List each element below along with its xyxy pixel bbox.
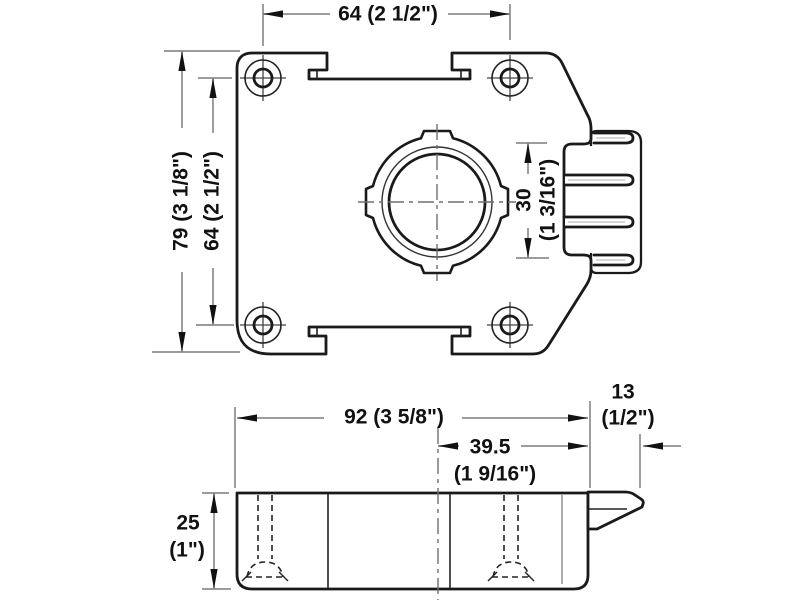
screw-hole-top-right [487, 55, 533, 101]
dim-top-width: 64 (2 1/2") [262, 3, 511, 46]
plate-outline [235, 51, 593, 356]
screw-hole-bottom-left [240, 302, 286, 348]
connector-block [589, 129, 643, 275]
dim-side-lip: 13 (1/2") [601, 381, 681, 488]
dim-side-height-mm-label: 25 [176, 512, 200, 535]
dim-bore-mm-label: 30 [513, 188, 536, 211]
connector-prongs [563, 131, 635, 267]
dim-side-offset-mm-label: 39.5 [470, 436, 511, 459]
hidden-screw-left [241, 495, 289, 582]
dim-side-lip-in-label: (1/2") [601, 407, 654, 430]
clip-hook [586, 490, 645, 531]
dim-top-width-label: 64 (2 1/2") [338, 3, 438, 26]
bore-centerlines [358, 124, 516, 281]
screw-hole-bottom-right [487, 302, 533, 348]
side-body-outline [235, 491, 590, 591]
dim-side-width: 92 (3 5/8") [234, 401, 591, 488]
side-view: 92 (3 5/8") 39.5 (1 9/16") 13 (1/2") 25 … [169, 381, 681, 600]
dim-side-height: 25 (1") [169, 492, 231, 590]
dim-inner-height: 64 (2 1/2") [196, 77, 234, 326]
top-view: 64 (2 1/2") 79 (3 1/8") 64 (2 1/2") 30 (… [152, 3, 643, 356]
dim-outer-height-label: 79 (3 1/8") [170, 151, 193, 251]
dim-side-lip-mm-label: 13 [611, 381, 634, 404]
dim-bore-in-label: (1 3/16") [537, 159, 560, 241]
bore-outer-ring [364, 129, 510, 275]
hidden-screw-right [487, 495, 535, 582]
dim-side-width-label: 92 (3 5/8") [344, 406, 444, 429]
screw-hole-top-left [240, 55, 286, 101]
dim-outer-height: 79 (3 1/8") [152, 50, 240, 353]
dim-bore: 30 (1 3/16") [513, 142, 560, 259]
center-bore [358, 124, 516, 281]
notch-tab-edges [316, 70, 462, 336]
dim-side-offset-in-label: (1 9/16") [454, 463, 536, 486]
dim-inner-height-label: 64 (2 1/2") [201, 151, 224, 251]
dim-side-offset: 39.5 (1 9/16") [438, 436, 588, 486]
dim-side-height-in-label: (1") [169, 539, 205, 562]
